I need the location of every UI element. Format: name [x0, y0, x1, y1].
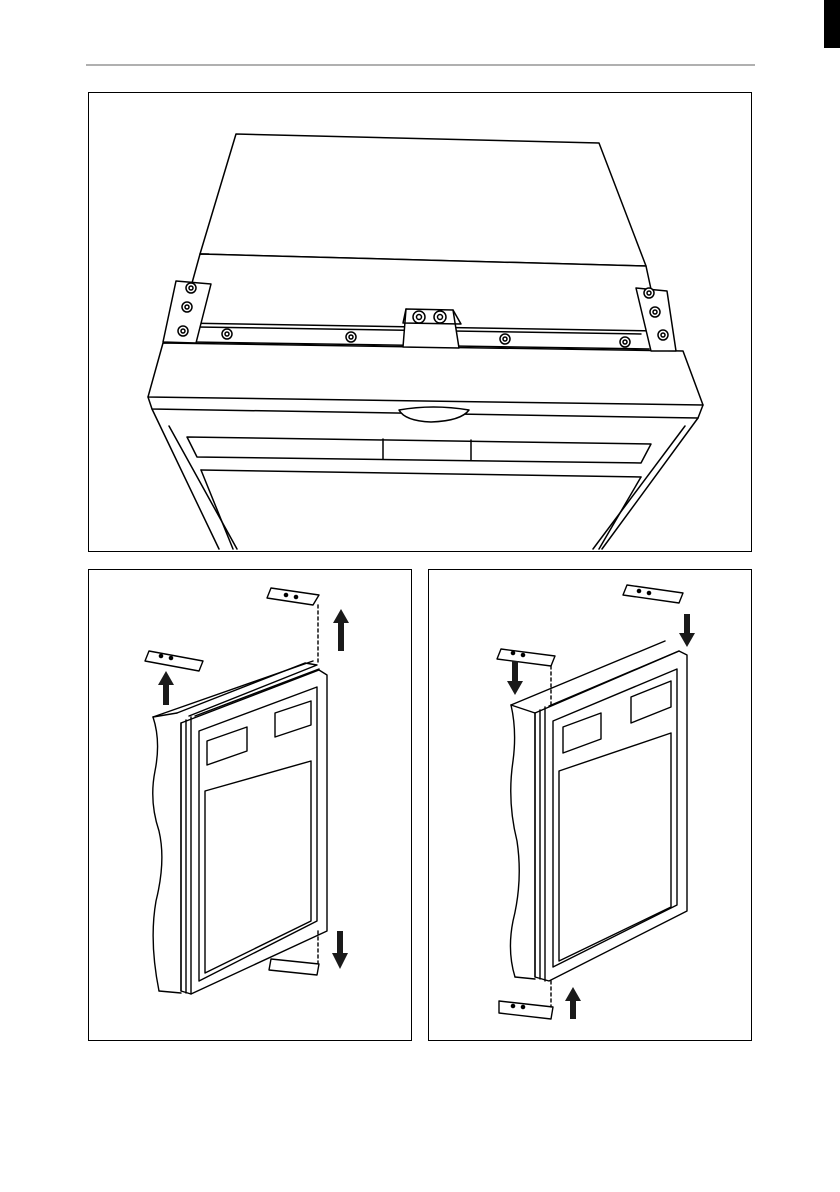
cabinet-cut-edge	[510, 705, 519, 977]
arrow-down-icon	[332, 931, 348, 969]
figure-left-panel	[88, 569, 412, 1041]
inner-shelf	[187, 437, 651, 463]
hinge-bracket-loose	[497, 649, 555, 666]
hinge-bracket-top	[267, 588, 319, 605]
cabinet-cut-edge	[153, 717, 162, 991]
hinge-bracket-bottom	[269, 959, 319, 975]
figure-right-panel	[428, 569, 752, 1041]
door-refit-illustration	[429, 570, 752, 1041]
figure-top-panel	[88, 92, 752, 552]
fridge-front-frame	[148, 343, 703, 405]
door-removal-illustration	[89, 570, 412, 1041]
fridge-top-illustration	[89, 93, 752, 552]
header-rule	[86, 64, 755, 66]
fridge-top-surface	[200, 134, 646, 266]
hinge-bracket-top	[623, 585, 683, 603]
center-latch-block	[403, 309, 459, 348]
hinge-bracket-bottom	[499, 1001, 553, 1019]
arrow-up-icon	[565, 987, 581, 1019]
page-marker-tab	[824, 0, 840, 48]
door-handle	[399, 407, 469, 422]
hinge-bracket-loose	[145, 651, 203, 671]
